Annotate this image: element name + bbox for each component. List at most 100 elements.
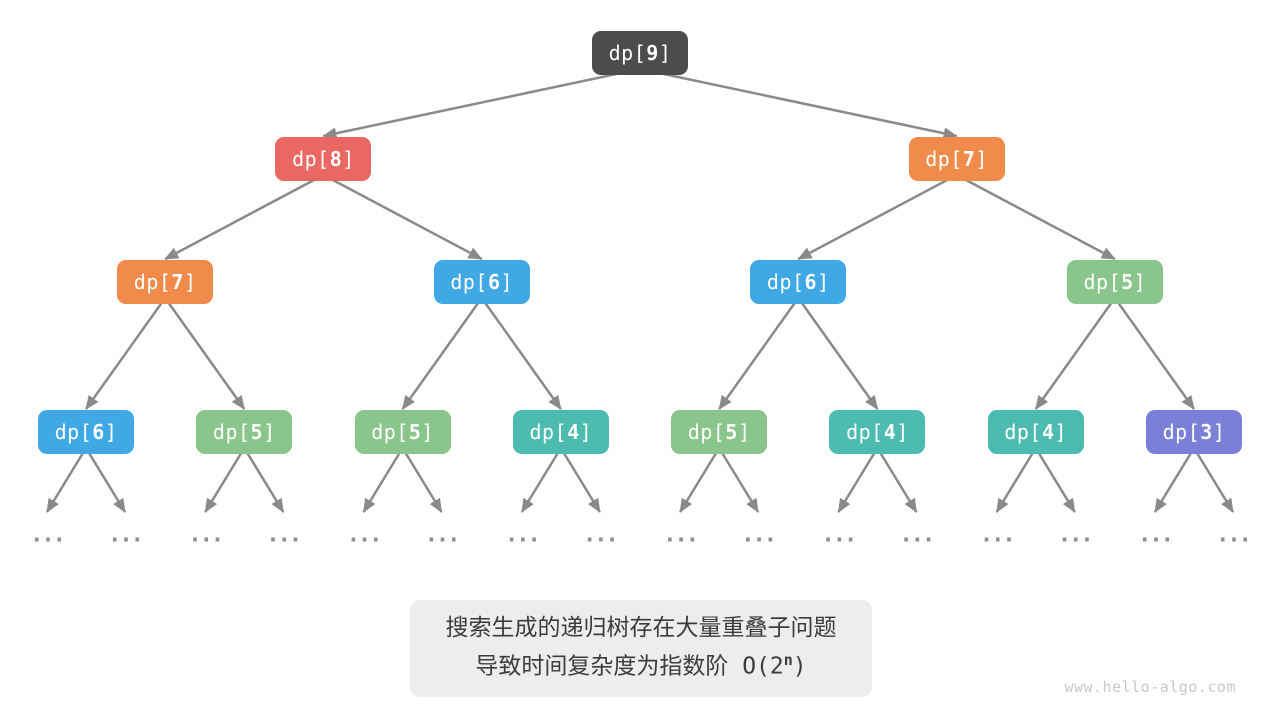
node-label-index: 6: [487, 270, 501, 294]
node-label-prefix: dp[: [133, 270, 172, 294]
tree-node-dp8: dp[8]: [275, 137, 372, 181]
tree-node-dp5: dp[5]: [196, 410, 293, 454]
node-label-prefix: dp[: [54, 420, 93, 444]
ellipsis: ...: [188, 522, 224, 548]
tree-node-dp6: dp[6]: [750, 260, 847, 304]
ellipsis: ...: [582, 522, 619, 548]
node-label-index: 4: [1041, 420, 1055, 444]
tree-node-dp9: dp[9]: [592, 31, 688, 75]
node-label-prefix: dp[: [846, 420, 884, 444]
node-label-index: 4: [567, 420, 580, 444]
node-label-prefix: dp[: [1162, 420, 1201, 444]
node-label-suffix: ]: [737, 420, 751, 444]
edge-arrow: [1034, 447, 1076, 513]
node-label-index: 5: [408, 420, 422, 444]
node-label-index: 5: [1121, 270, 1134, 294]
tree-node-dp4: dp[4]: [987, 410, 1084, 454]
node-label-index: 7: [171, 270, 184, 294]
edge-arrow: [401, 297, 483, 410]
node-label-index: 5: [725, 420, 738, 444]
ellipsis: ...: [424, 522, 461, 548]
node-label-index: 3: [1200, 420, 1213, 444]
edge-arrow: [401, 447, 443, 513]
edge-arrow: [639, 67, 958, 140]
node-label-index: 5: [250, 420, 264, 444]
ellipsis: ...: [1057, 522, 1094, 548]
edge-arrow: [876, 447, 918, 513]
edge-arrow: [797, 173, 958, 261]
tree-node-dp3: dp[3]: [1146, 410, 1242, 454]
edge-arrow: [480, 297, 562, 410]
node-label-suffix: ]: [975, 147, 988, 171]
node-label-suffix: ]: [421, 420, 434, 444]
node-label-index: 4: [883, 420, 897, 444]
edge-arrow: [1034, 297, 1116, 410]
edge-arrow: [679, 447, 721, 513]
node-label-suffix: ]: [183, 270, 197, 294]
ellipsis: ...: [899, 522, 936, 548]
edge-arrow: [164, 297, 246, 410]
node-label-prefix: dp[: [1083, 270, 1122, 294]
edge-arrow: [362, 447, 404, 513]
node-label-suffix: ]: [1212, 420, 1226, 444]
node-label-suffix: ]: [342, 147, 355, 171]
node-label-suffix: ]: [500, 270, 514, 294]
ellipsis: ...: [1138, 522, 1174, 548]
caption-line2: 导致时间复杂度为指数阶 O(2n): [475, 651, 807, 680]
ellipsis: ...: [741, 522, 777, 548]
edge-arrow: [164, 173, 325, 261]
node-label-suffix: ]: [579, 420, 593, 444]
node-label-prefix: dp[: [529, 420, 568, 444]
node-label-suffix: ]: [263, 420, 276, 444]
ellipsis: ...: [1216, 522, 1252, 548]
node-label-prefix: dp[: [212, 420, 251, 444]
edge-arrow: [322, 173, 483, 261]
edge-arrow: [1192, 447, 1235, 513]
ellipsis: ...: [663, 522, 699, 548]
caption-box: 搜索生成的递归树存在大量重叠子问题 导致时间复杂度为指数阶 O(2n): [410, 600, 872, 697]
ellipsis: ...: [979, 522, 1016, 548]
edge-arrow: [1113, 297, 1196, 410]
ellipsis: ...: [504, 522, 541, 548]
formula-exponent: n: [783, 651, 793, 669]
node-label-index: 9: [646, 41, 659, 65]
node-label-suffix: ]: [658, 41, 672, 65]
edge-arrow: [322, 67, 641, 140]
node-label-suffix: ]: [1054, 420, 1068, 444]
tree-node-dp7: dp[7]: [908, 137, 1005, 181]
caption-line1: 搜索生成的递归树存在大量重叠子问题: [445, 615, 837, 641]
tree-node-dp4: dp[4]: [829, 410, 926, 454]
formula-close: ): [792, 653, 807, 680]
ellipsis: ...: [346, 522, 383, 548]
ellipsis: ...: [266, 522, 302, 548]
tree-node-dp4: dp[4]: [512, 410, 609, 454]
node-label-prefix: dp[: [925, 147, 963, 171]
tree-node-dp5: dp[5]: [354, 410, 451, 454]
edge-arrow: [718, 297, 800, 410]
edge-arrow: [718, 447, 760, 513]
node-label-prefix: dp[: [766, 270, 805, 294]
edge-arrow: [837, 447, 879, 513]
edge-arrow: [520, 447, 562, 513]
node-label-index: 6: [804, 270, 818, 294]
ellipsis: ...: [30, 522, 66, 548]
edge-arrow: [797, 297, 879, 410]
edge-arrow: [204, 447, 246, 513]
edge-arrow: [995, 447, 1037, 513]
node-label-suffix: ]: [104, 420, 118, 444]
node-label-prefix: dp[: [292, 147, 330, 171]
tree-node-dp6: dp[6]: [38, 410, 134, 454]
node-label-prefix: dp[: [450, 270, 488, 294]
tree-node-dp7: dp[7]: [117, 260, 214, 304]
node-label-index: 8: [329, 147, 343, 171]
node-label-index: 6: [92, 420, 105, 444]
ellipsis: ...: [108, 522, 144, 548]
node-label-suffix: ]: [817, 270, 830, 294]
tree-node-dp6: dp[6]: [433, 260, 530, 304]
formula-open: O(2: [728, 653, 784, 680]
watermark: www.hello-algo.com: [1064, 678, 1236, 696]
edge-arrow: [559, 447, 601, 513]
node-label-suffix: ]: [1133, 270, 1147, 294]
tree-node-dp5: dp[5]: [1066, 260, 1163, 304]
edge-arrow: [243, 447, 285, 513]
